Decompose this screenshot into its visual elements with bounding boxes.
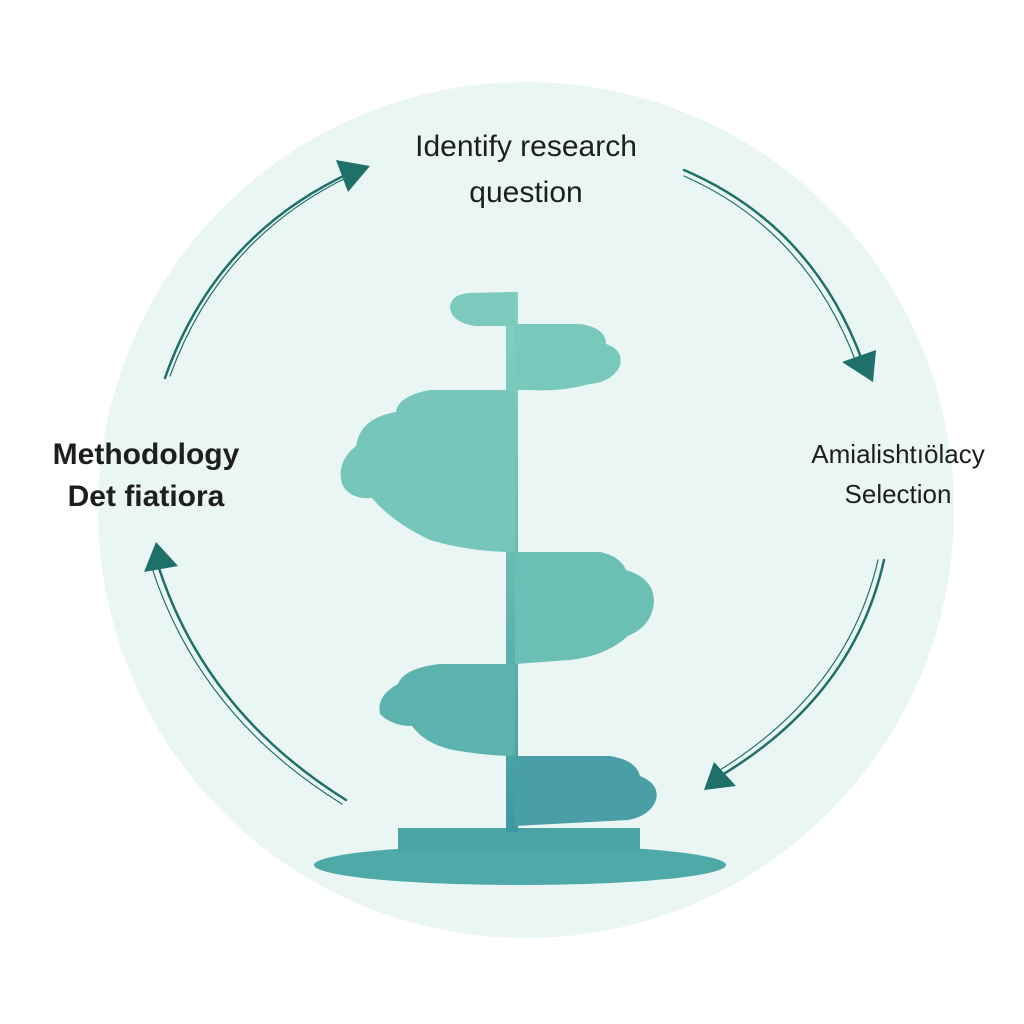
stage-right-line1: Amialishtıölacy (811, 439, 985, 469)
staircase-base-platform (314, 845, 726, 885)
arrow-top-to-right (682, 168, 876, 382)
stage-label-identify-question: Identify research question (356, 124, 696, 216)
arrow-bottom-to-left (144, 542, 348, 805)
stage-right-line2: Selection (844, 479, 952, 509)
stage-label-selection: Amialishtıölacy Selection (778, 434, 1018, 514)
stage-left-line1: Methodology (52, 438, 240, 471)
stage-top-line2: question (469, 176, 583, 209)
background-circle (98, 82, 954, 938)
spiral-staircase-icon (314, 292, 726, 885)
stage-label-methodology: Methodology Det fiatiora (16, 434, 276, 518)
staircase-base-block (398, 828, 640, 852)
arrow-right-to-bottom (704, 558, 886, 790)
stage-left-line2: Det fiatiora (67, 480, 225, 513)
arrow-left-to-top (163, 160, 370, 380)
cycle-arrows (144, 160, 886, 805)
stage-top-line1: Identify research (415, 130, 637, 163)
